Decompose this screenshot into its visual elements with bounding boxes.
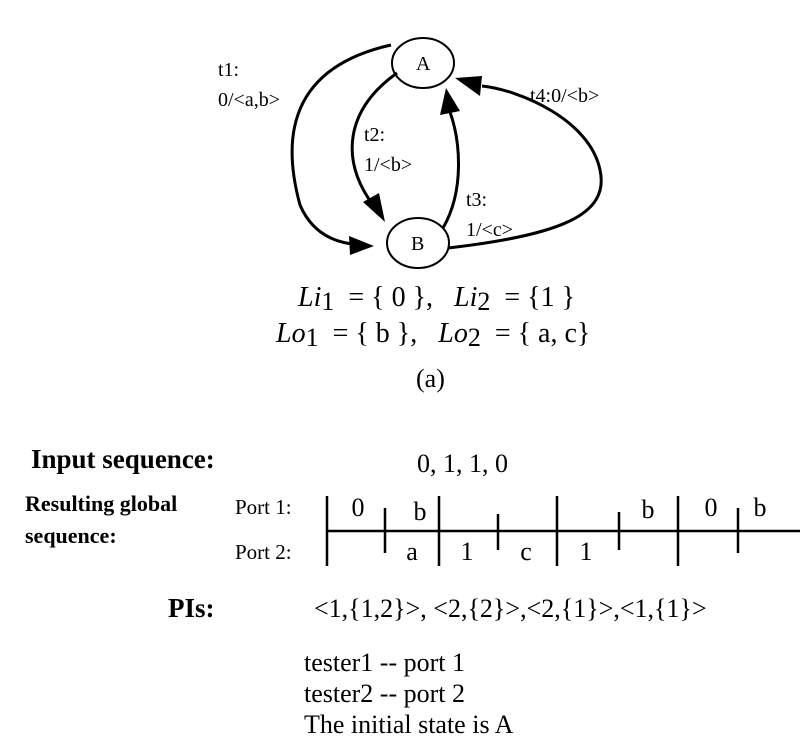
timing-diagram: [325, 496, 800, 566]
transition-t3-name: t3:: [466, 189, 488, 211]
port1-event: b: [753, 493, 767, 522]
lo1-value: = { b },: [332, 318, 418, 349]
port1-event: 0: [704, 493, 718, 522]
transition-t1-arrowhead: [349, 236, 374, 255]
output-sets-line: Lo1 = { b }, Lo2 = { a, c}: [276, 318, 591, 351]
lo1-sub: 1: [305, 323, 319, 352]
li1-sub: 1: [321, 287, 335, 316]
port2-event: c: [520, 537, 532, 566]
input-sequence-value: 0, 1, 1, 0: [417, 449, 508, 478]
transition-t4-arrow: [447, 84, 603, 250]
port1-event: 0: [351, 493, 365, 522]
port2-label: Port 2:: [235, 540, 292, 564]
transition-t2-arrow: [350, 71, 398, 206]
global-sequence-label-line1: Resulting global: [25, 491, 178, 516]
figure-caption: (a): [416, 364, 445, 393]
port1-event: b: [641, 495, 655, 524]
pis-value: <1,{1,2}>, <2,{2}>,<2,{1}>,<1,{1}>: [314, 594, 707, 623]
transition-t3-arrowhead: [440, 88, 460, 115]
pis-label: PIs:: [168, 593, 215, 623]
input-sequence-label: Input sequence:: [31, 444, 215, 474]
transition-t1-io: 0/<a,b>: [218, 89, 280, 111]
port1-event: b: [413, 497, 427, 526]
port2-event: 1: [579, 537, 593, 566]
li2-value: = {1 }: [504, 282, 576, 313]
lo1-name: Lo: [276, 318, 306, 349]
transition-t1-name: t1:: [218, 59, 240, 81]
transition-t3-arrow: [441, 111, 460, 229]
li1-name: Li: [298, 282, 322, 313]
global-sequence-label-line2: sequence:: [25, 523, 117, 548]
li2-name: Li: [454, 282, 478, 313]
lo2-sub: 2: [467, 323, 481, 352]
li1-value: = { 0 },: [348, 282, 434, 313]
port2-event: 1: [460, 537, 474, 566]
port2-event: a: [406, 537, 418, 566]
transition-t2-io: 1/<b>: [364, 154, 413, 176]
state-b-node: [386, 217, 450, 269]
transition-t4-label: t4:0/<b>: [530, 85, 600, 107]
port1-label: Port 1:: [235, 495, 292, 519]
input-sets-line: Li1 = { 0 }, Li2 = {1 }: [298, 282, 576, 315]
note-line: The initial state is A: [304, 710, 514, 739]
transition-t2-arrowhead: [363, 193, 385, 222]
transition-t2-name: t2:: [364, 124, 386, 146]
note-line: tester2 -- port 2: [304, 679, 466, 708]
state-b-label: B: [411, 233, 425, 255]
lo2-name: Lo: [438, 318, 468, 349]
lo2-value: = { a, c}: [494, 318, 591, 349]
state-a-node: [391, 37, 455, 89]
li2-sub: 2: [477, 287, 491, 316]
transition-t4-arrowhead: [455, 76, 482, 96]
state-a-label: A: [416, 53, 431, 75]
transition-t3-io: 1/<c>: [466, 219, 513, 241]
transition-t1-arrow: [290, 43, 392, 250]
note-line: tester1 -- port 1: [304, 648, 466, 677]
